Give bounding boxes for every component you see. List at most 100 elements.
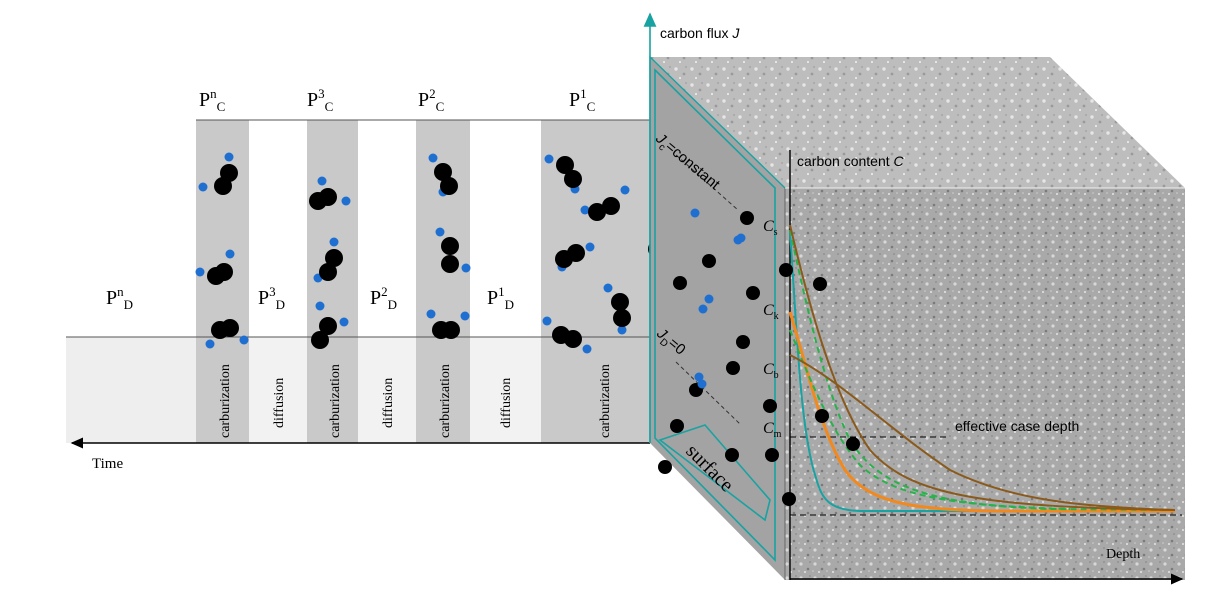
carbon-atom [441,237,459,255]
molecule [198,152,238,195]
hydrogen-atom [690,208,700,218]
carbon-atom [658,460,672,474]
hydrogen-atom [582,344,592,354]
carbon-atom [309,192,327,210]
hydrogen-atom [341,196,351,206]
block-top-face [650,57,1185,188]
molecule [311,301,349,349]
carbon-atom [702,254,716,268]
label-p1-c: P1C [569,86,595,114]
phase-label-diffusion-1: diffusion [499,378,514,428]
molecule [313,237,343,283]
carbon-atom [434,163,452,181]
carbon-atom [846,437,860,451]
label-p2-c: P2C [418,86,444,114]
level-label-cs: Cs [763,218,778,238]
carbon-atom [555,250,573,268]
block-front-face [785,188,1185,580]
carbon-atom [765,448,779,462]
profile-curve-brown-2 [789,354,1176,511]
band-diffusion-2 [358,337,416,443]
molecule [435,227,471,273]
carbon-atom [564,170,582,188]
level-label-cb: Cb [763,361,779,381]
hydrogen-atom [315,301,325,311]
carbon-atom [207,267,225,285]
carbon-atom [214,177,232,195]
carbon-atom [736,335,750,349]
carbon-atom [779,263,793,277]
molecule [426,309,470,339]
level-label-ck: Ck [763,302,779,322]
molecule [195,249,235,285]
surface-label-box [658,424,771,522]
carbon-atom [588,203,606,221]
phase-label-diffusion-2: diffusion [381,378,396,428]
carbon-atom [813,277,827,291]
carbon-atom [441,255,459,273]
molecule [603,283,631,335]
hydrogen-atom [697,379,707,389]
carbon-atom [319,317,337,335]
carbon-atom [740,211,754,225]
hydrogen-atom [198,182,208,192]
carbon-atom [442,321,460,339]
phase-label-carburization-2: carburization [438,364,453,438]
phase-label-diffusion-3: diffusion [272,378,287,428]
timeline: Time PnC P3C P2C P1C PnD P3D P2D P1D car… [66,86,650,472]
hydrogen-atom [435,227,445,237]
molecule [428,153,458,197]
profile-y-axis-label: carbon content C [797,153,905,169]
carbon-atom [564,330,582,348]
level-label-cm: Cm [763,420,782,440]
profile-curve-teal [789,231,1175,512]
hydrogen-atom [205,339,215,349]
hydrogen-atom [704,294,714,304]
carbon-atom [746,286,760,300]
carbon-atom [325,249,343,267]
label-p3-c: P3C [307,86,333,114]
molecule [309,176,351,210]
label-p2-d: P2D [370,284,397,312]
hydrogen-atom [603,283,613,293]
phase-label-carburization-1: carburization [598,364,613,438]
phase-label-carburization-n: carburization [218,364,233,438]
carbon-atom [673,276,687,290]
profile-x-axis-label: Depth [1106,547,1140,562]
carbon-atom [782,492,796,506]
phase-label-carburization-3: carburization [328,364,343,438]
molecule [580,185,630,221]
surface-plane-frame [654,68,776,562]
carbon-atom [221,319,239,337]
hydrogen-atom [736,233,746,243]
carbon-atom [725,448,739,462]
carbon-flux-axis-label: carbon flux J [660,25,740,41]
carbon-atom [613,309,631,327]
hydrogen-atom [225,249,235,259]
carbon-atom [440,177,458,195]
carbon-atom [319,263,337,281]
band-carburization-1 [541,120,650,443]
molecule [555,242,595,272]
label-p3-d: P3D [258,284,285,312]
hydrogen-atom [329,237,339,247]
profile-curve-green-dashed-2 [789,329,1071,510]
hydrogen-atom [580,205,590,215]
time-axis-label: Time [92,456,123,472]
carbon-atom [602,197,620,215]
molecule [205,319,249,349]
hydrogen-atom [698,304,708,314]
hydrogen-atom [239,335,249,345]
block-surface-face [650,57,785,580]
profile-curve-brown-1 [789,224,1176,511]
effective-case-depth-label: effective case depth [955,418,1079,434]
hydrogen-atom [585,242,595,252]
molecule [544,154,582,194]
profile-curve-green-dashed-1 [789,229,1176,511]
hydrogen-atom [428,153,438,163]
carbon-atom [611,293,629,311]
hydrogen-atom [460,311,470,321]
hydrogen-atom [617,325,627,335]
surface-atoms [658,208,860,506]
